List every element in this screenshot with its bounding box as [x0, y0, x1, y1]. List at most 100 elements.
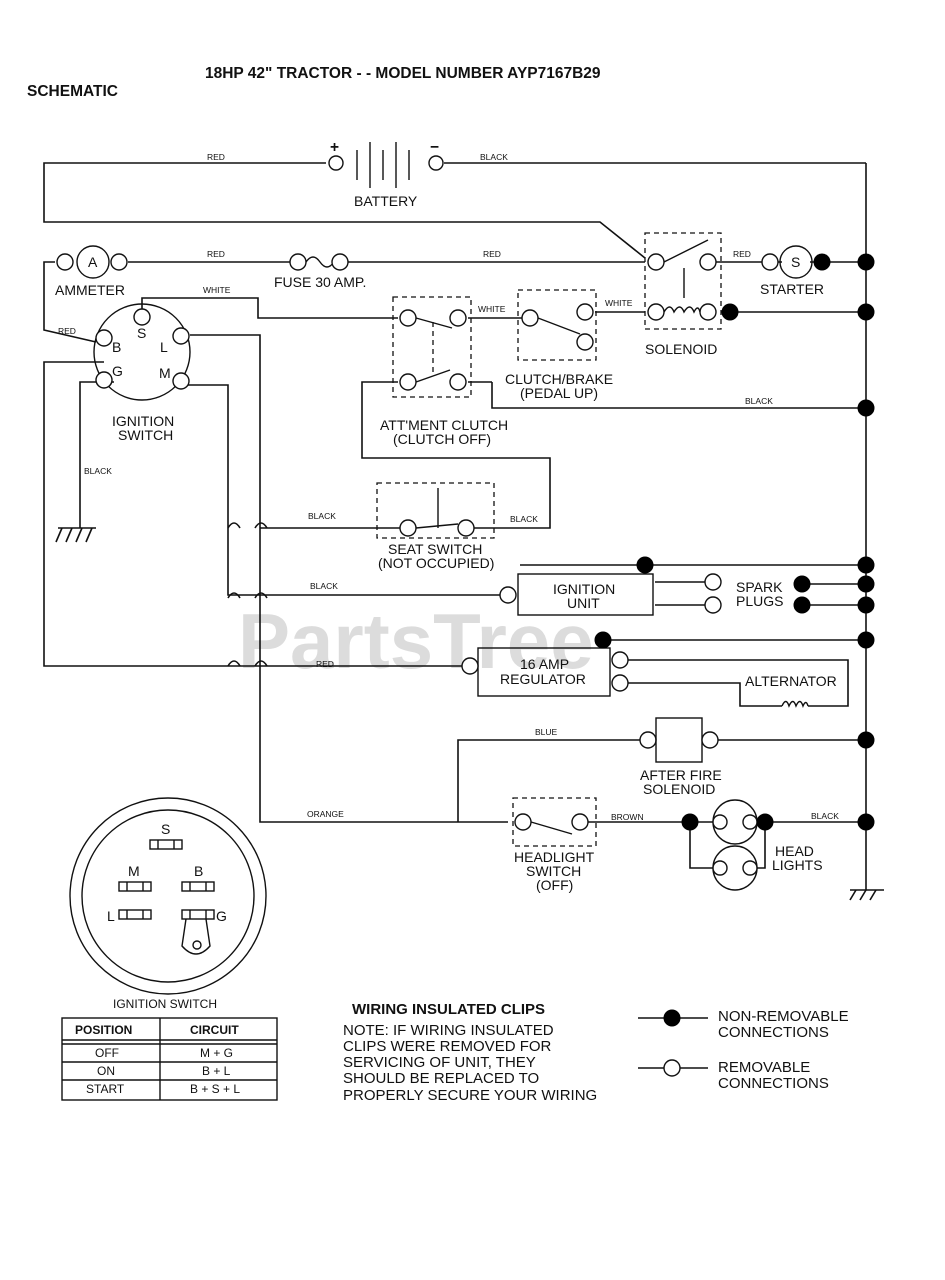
watermark: PartsTree: [238, 597, 594, 685]
wire-color-labels: RED BLACK RED RED RED WHITE WHITE WHITE …: [58, 152, 839, 822]
wire-label-red: RED: [58, 326, 76, 336]
ignition-switch-label-2: SWITCH: [118, 427, 173, 443]
ignition-unit-label-2: UNIT: [567, 595, 600, 611]
wire-label-black: BLACK: [811, 811, 839, 821]
legend-non-removable-1: NON-REMOVABLE: [718, 1008, 849, 1025]
wire-label-blue: BLUE: [535, 727, 558, 737]
starter: S STARTER: [760, 245, 824, 297]
wire-label-brown: BROWN: [611, 812, 644, 822]
wire-label-white: WHITE: [605, 298, 633, 308]
terminal-m: M: [159, 365, 171, 381]
face-terminal-b: B: [194, 863, 203, 879]
terminal-s: S: [137, 325, 146, 341]
legend-non-removable-2: CONNECTIONS: [718, 1024, 829, 1041]
wire-label-white: WHITE: [478, 304, 506, 314]
ground-symbol-right: [849, 889, 884, 901]
spark-plugs-label-2: PLUGS: [736, 593, 783, 609]
wiring-clips-note: WIRING INSULATED CLIPS NOTE: IF WIRING I…: [343, 1001, 597, 1104]
headlight-switch-label-2: SWITCH: [526, 863, 581, 879]
seat-switch-label-2: (NOT OCCUPIED): [378, 555, 494, 571]
wire-label-black: BLACK: [480, 152, 508, 162]
head-lights-label-1: HEAD: [775, 843, 814, 859]
face-terminal-l: L: [107, 908, 115, 924]
head-lights: HEAD LIGHTS: [712, 799, 823, 891]
spark-plugs: SPARK PLUGS: [704, 573, 783, 614]
regulator-label-2: REGULATOR: [500, 671, 586, 687]
starter-symbol: S: [791, 254, 800, 270]
clutch-brake-label-1: CLUTCH/BRAKE: [505, 371, 613, 387]
note-line: SHOULD BE REPLACED TO: [343, 1070, 539, 1087]
alternator-label: ALTERNATOR: [745, 673, 837, 689]
fixed-connections: [594, 253, 875, 831]
wire-label-black: BLACK: [510, 514, 538, 524]
ignition-switch-table: POSITION CIRCUIT OFF M + G ON B + L STAR…: [61, 1017, 278, 1101]
ignition-switch: S B L G M IGNITION SWITCH: [93, 303, 191, 443]
wiring: [43, 162, 867, 890]
voltage-regulator: 16 AMP REGULATOR: [461, 647, 629, 697]
note-line: SERVICING OF UNIT, THEY: [343, 1054, 536, 1071]
wire-label-orange: ORANGE: [307, 809, 344, 819]
seat-switch-label-1: SEAT SWITCH: [388, 541, 482, 557]
headlight-switch: HEADLIGHT SWITCH (OFF): [512, 797, 597, 893]
battery-plus-sign: +: [330, 139, 339, 156]
battery-label: BATTERY: [354, 193, 418, 209]
terminal-g: G: [112, 363, 123, 379]
legend-removable-2: CONNECTIONS: [718, 1075, 829, 1092]
ammeter: A AMMETER: [55, 245, 128, 298]
seat-switch: SEAT SWITCH (NOT OCCUPIED): [376, 482, 495, 571]
clutch-brake-switch: CLUTCH/BRAKE (PEDAL UP): [505, 289, 613, 401]
solenoid: SOLENOID: [644, 232, 722, 357]
after-fire-label-2: SOLENOID: [643, 781, 715, 797]
ignition-switch-caption: IGNITION SWITCH: [113, 997, 217, 1011]
wire-label-red: RED: [733, 249, 751, 259]
face-terminal-g: G: [216, 908, 227, 924]
note-line: PROPERLY SECURE YOUR WIRING: [343, 1087, 597, 1104]
attachment-clutch-label-2: (CLUTCH OFF): [393, 431, 491, 447]
diagram-title: 18HP 42" TRACTOR - - MODEL NUMBER AYP716…: [205, 65, 601, 82]
table-cell-circuit: B + L: [202, 1064, 231, 1078]
head-lights-label-2: LIGHTS: [772, 857, 823, 873]
fuse: FUSE 30 AMP.: [274, 253, 366, 290]
table-cell-circuit: B + S + L: [190, 1082, 240, 1096]
ignition-unit: IGNITION UNIT: [499, 573, 654, 616]
wire-label-black: BLACK: [745, 396, 773, 406]
wire-label-black: BLACK: [310, 581, 338, 591]
table-cell-position: ON: [97, 1064, 115, 1078]
headlight-switch-label-3: (OFF): [536, 877, 573, 893]
wire-label-red: RED: [207, 152, 225, 162]
face-terminal-m: M: [128, 863, 140, 879]
wire-label-red: RED: [483, 249, 501, 259]
wire-label-red: RED: [207, 249, 225, 259]
headlight-switch-label-1: HEADLIGHT: [514, 849, 595, 865]
solenoid-label: SOLENOID: [645, 341, 717, 357]
terminal-l: L: [160, 339, 168, 355]
table-cell-position: OFF: [95, 1046, 119, 1060]
ammeter-symbol: A: [88, 254, 98, 270]
spark-plugs-label-1: SPARK: [736, 579, 783, 595]
ignition-switch-label-1: IGNITION: [112, 413, 174, 429]
battery-minus-sign: −: [430, 139, 439, 156]
ignition-unit-label-1: IGNITION: [553, 581, 615, 597]
wire-label-white: WHITE: [203, 285, 231, 295]
starter-label: STARTER: [760, 281, 824, 297]
battery: + − BATTERY: [328, 139, 444, 209]
note-heading: WIRING INSULATED CLIPS: [352, 1001, 545, 1018]
fuse-label: FUSE 30 AMP.: [274, 274, 366, 290]
legend-removable-1: REMOVABLE: [718, 1059, 810, 1076]
attachment-clutch-label-1: ATT'MENT CLUTCH: [380, 417, 508, 433]
note-line: NOTE: IF WIRING INSULATED: [343, 1022, 554, 1039]
ground-symbol-left: [55, 527, 96, 543]
note-line: CLIPS WERE REMOVED FOR: [343, 1038, 552, 1055]
table-cell-position: START: [86, 1082, 125, 1096]
after-fire-label-1: AFTER FIRE: [640, 767, 722, 783]
wire-label-black: BLACK: [308, 511, 336, 521]
wire-label-red: RED: [316, 659, 334, 669]
after-fire-solenoid: AFTER FIRE SOLENOID: [639, 717, 722, 797]
table-header-circuit: CIRCUIT: [190, 1023, 239, 1037]
regulator-label-1: 16 AMP: [520, 656, 569, 672]
wire-label-black: BLACK: [84, 466, 112, 476]
ignition-switch-face: S M B L G: [69, 797, 267, 995]
alternator: ALTERNATOR: [745, 673, 837, 708]
clutch-brake-label-2: (PEDAL UP): [520, 385, 598, 401]
